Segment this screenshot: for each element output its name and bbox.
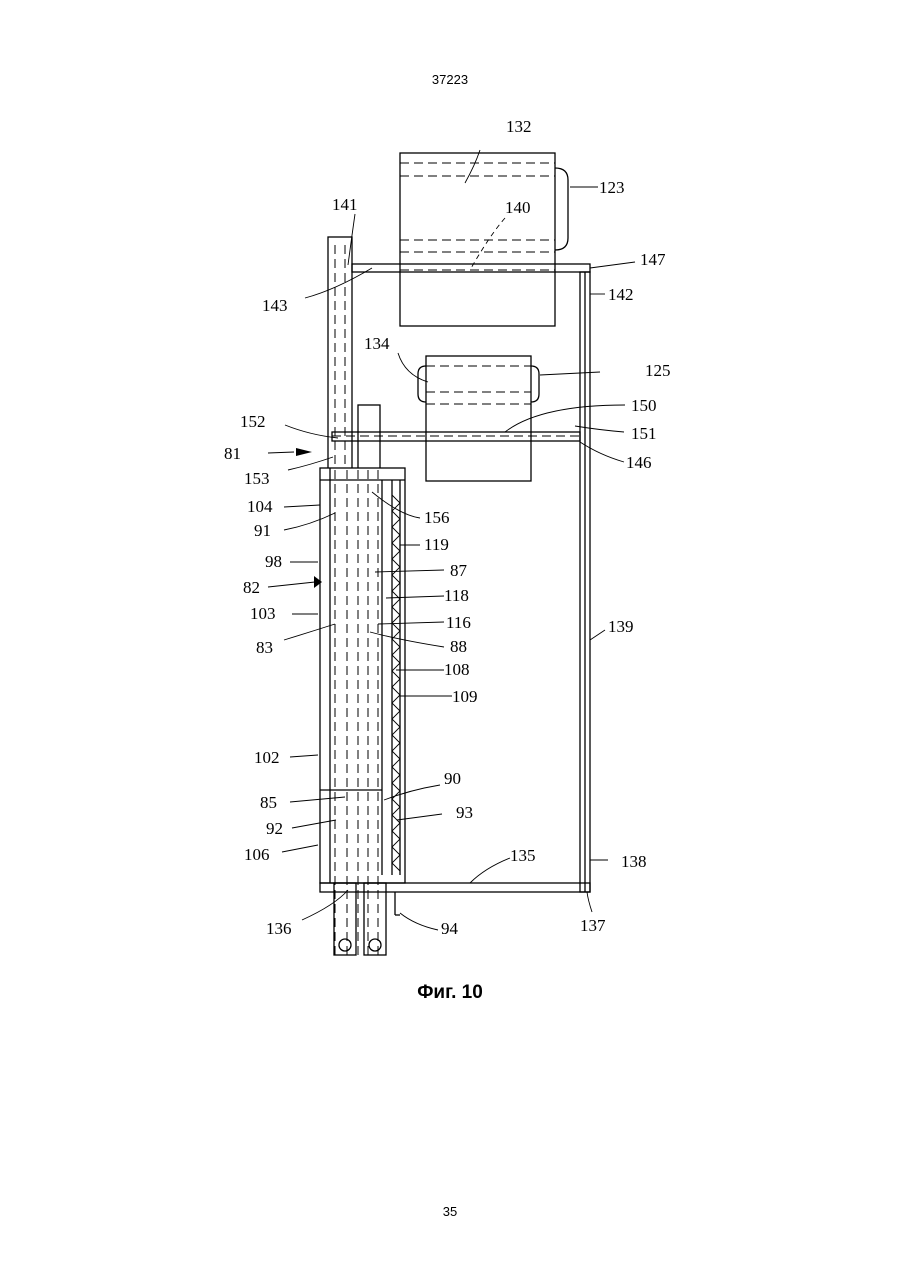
middle-roller-body bbox=[426, 356, 531, 481]
label-103: 103 bbox=[250, 604, 276, 623]
label-102: 102 bbox=[254, 748, 280, 767]
label-109: 109 bbox=[452, 687, 478, 706]
figure-caption: Фиг. 10 bbox=[0, 982, 900, 1004]
label-108: 108 bbox=[444, 660, 470, 679]
label-88: 88 bbox=[450, 637, 467, 656]
label-91: 91 bbox=[254, 521, 271, 540]
label-150: 150 bbox=[631, 396, 657, 415]
label-81: 81 bbox=[224, 444, 241, 463]
label-153: 153 bbox=[244, 469, 270, 488]
label-143: 143 bbox=[262, 296, 288, 315]
label-94: 94 bbox=[441, 919, 459, 938]
label-92: 92 bbox=[266, 819, 283, 838]
label-135: 135 bbox=[510, 846, 536, 865]
label-152: 152 bbox=[240, 412, 266, 431]
leg-left-hole bbox=[339, 939, 351, 951]
label-132: 132 bbox=[506, 117, 532, 136]
label-142: 142 bbox=[608, 285, 634, 304]
label-151: 151 bbox=[631, 424, 657, 443]
label-85: 85 bbox=[260, 793, 277, 812]
label-119: 119 bbox=[424, 535, 449, 554]
label-141: 141 bbox=[332, 195, 358, 214]
label-134: 134 bbox=[364, 334, 390, 353]
label-104: 104 bbox=[247, 497, 273, 516]
label-116: 116 bbox=[446, 613, 471, 632]
label-82: 82 bbox=[243, 578, 260, 597]
upper-roller-bracket bbox=[555, 168, 568, 250]
label-136: 136 bbox=[266, 919, 292, 938]
short-stub bbox=[358, 405, 380, 469]
label-118: 118 bbox=[444, 586, 469, 605]
label-90: 90 bbox=[444, 769, 461, 788]
label-139: 139 bbox=[608, 617, 634, 636]
label-156: 156 bbox=[424, 508, 450, 527]
label-146: 146 bbox=[626, 453, 652, 472]
leg-right-hole bbox=[369, 939, 381, 951]
leg-right bbox=[364, 883, 386, 955]
arrow-81 bbox=[296, 448, 312, 456]
label-138: 138 bbox=[621, 852, 647, 871]
label-83: 83 bbox=[256, 638, 273, 657]
label-137: 137 bbox=[580, 916, 606, 935]
label-93: 93 bbox=[456, 803, 473, 822]
label-87: 87 bbox=[450, 561, 468, 580]
page-number: 35 bbox=[0, 1204, 900, 1219]
label-106: 106 bbox=[244, 845, 270, 864]
label-98: 98 bbox=[265, 552, 282, 571]
label-125: 125 bbox=[645, 361, 671, 380]
label-123: 123 bbox=[599, 178, 625, 197]
label-140: 140 bbox=[505, 198, 531, 217]
label-147: 147 bbox=[640, 250, 666, 269]
bottom-frame bbox=[320, 883, 590, 892]
